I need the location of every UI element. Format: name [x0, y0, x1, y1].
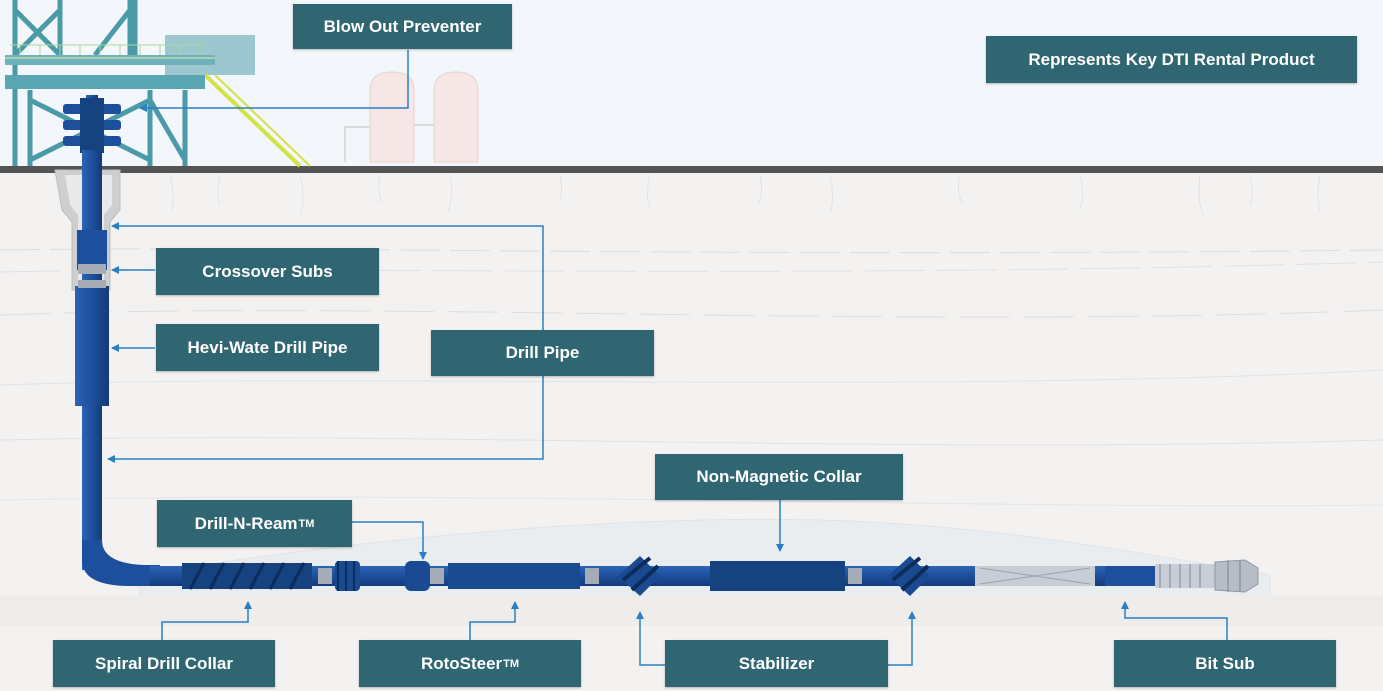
legend-key-product: Represents Key DTI Rental Product [986, 36, 1357, 83]
label-stabilizer: Stabilizer [665, 640, 888, 687]
legend-key-product-text: Represents Key DTI Rental Product [1028, 49, 1315, 69]
pointer-rotosteer [469, 601, 519, 640]
pointer-drill-pipe-top [111, 222, 544, 330]
label-non-magnetic-collar: Non-Magnetic Collar [655, 454, 903, 500]
drilling-rig-icon [5, 0, 311, 168]
pointer-bit-sub [1121, 601, 1228, 640]
label-hevi-wate-drill-pipe-text: Hevi-Wate Drill Pipe [187, 337, 348, 357]
label-drill-pipe: Drill Pipe [431, 330, 654, 376]
label-spiral-drill-collar-text: Spiral Drill Collar [95, 653, 233, 673]
label-blow-out-preventer: Blow Out Preventer [293, 4, 512, 49]
pointer-drill-pipe-bottom [107, 376, 544, 463]
label-crossover-subs-text: Crossover Subs [202, 261, 333, 281]
pointer-drill-n-ream [352, 521, 427, 560]
label-drill-pipe-text: Drill Pipe [505, 343, 580, 362]
label-rotosteer-text: RotoSteer [420, 653, 503, 673]
pointer-lines [107, 50, 1228, 666]
roots [169, 174, 1321, 216]
pointer-stabilizer-right [888, 611, 916, 666]
pointer-stabilizer-left [636, 611, 665, 666]
label-stabilizer-text: Stabilizer [738, 653, 815, 673]
drill-string [75, 150, 1215, 596]
label-bit-sub-text: Bit Sub [1195, 653, 1255, 673]
ground-line [0, 166, 1383, 173]
sky [0, 0, 1383, 170]
label-hevi-wate-drill-pipe: Hevi-Wate Drill Pipe [156, 324, 379, 371]
pointer-spiral-drill-collar [161, 601, 252, 640]
label-crossover-subs: Crossover Subs [156, 248, 379, 295]
label-spiral-drill-collar: Spiral Drill Collar [53, 640, 275, 687]
label-drill-n-ream-trademark: TM [298, 517, 315, 530]
label-non-magnetic-collar-text: Non-Magnetic Collar [696, 467, 862, 486]
pointer-bop [139, 50, 409, 112]
label-drill-n-ream-text: Drill-N-Ream [194, 513, 298, 533]
drill-bit-icon [1214, 559, 1259, 593]
label-blow-out-preventer-text: Blow Out Preventer [323, 16, 482, 36]
blow-out-preventer-icon [63, 95, 121, 165]
storage-tanks-icon [344, 71, 479, 163]
label-bit-sub: Bit Sub [1114, 640, 1336, 687]
label-rotosteer-trademark: TM [503, 657, 520, 670]
